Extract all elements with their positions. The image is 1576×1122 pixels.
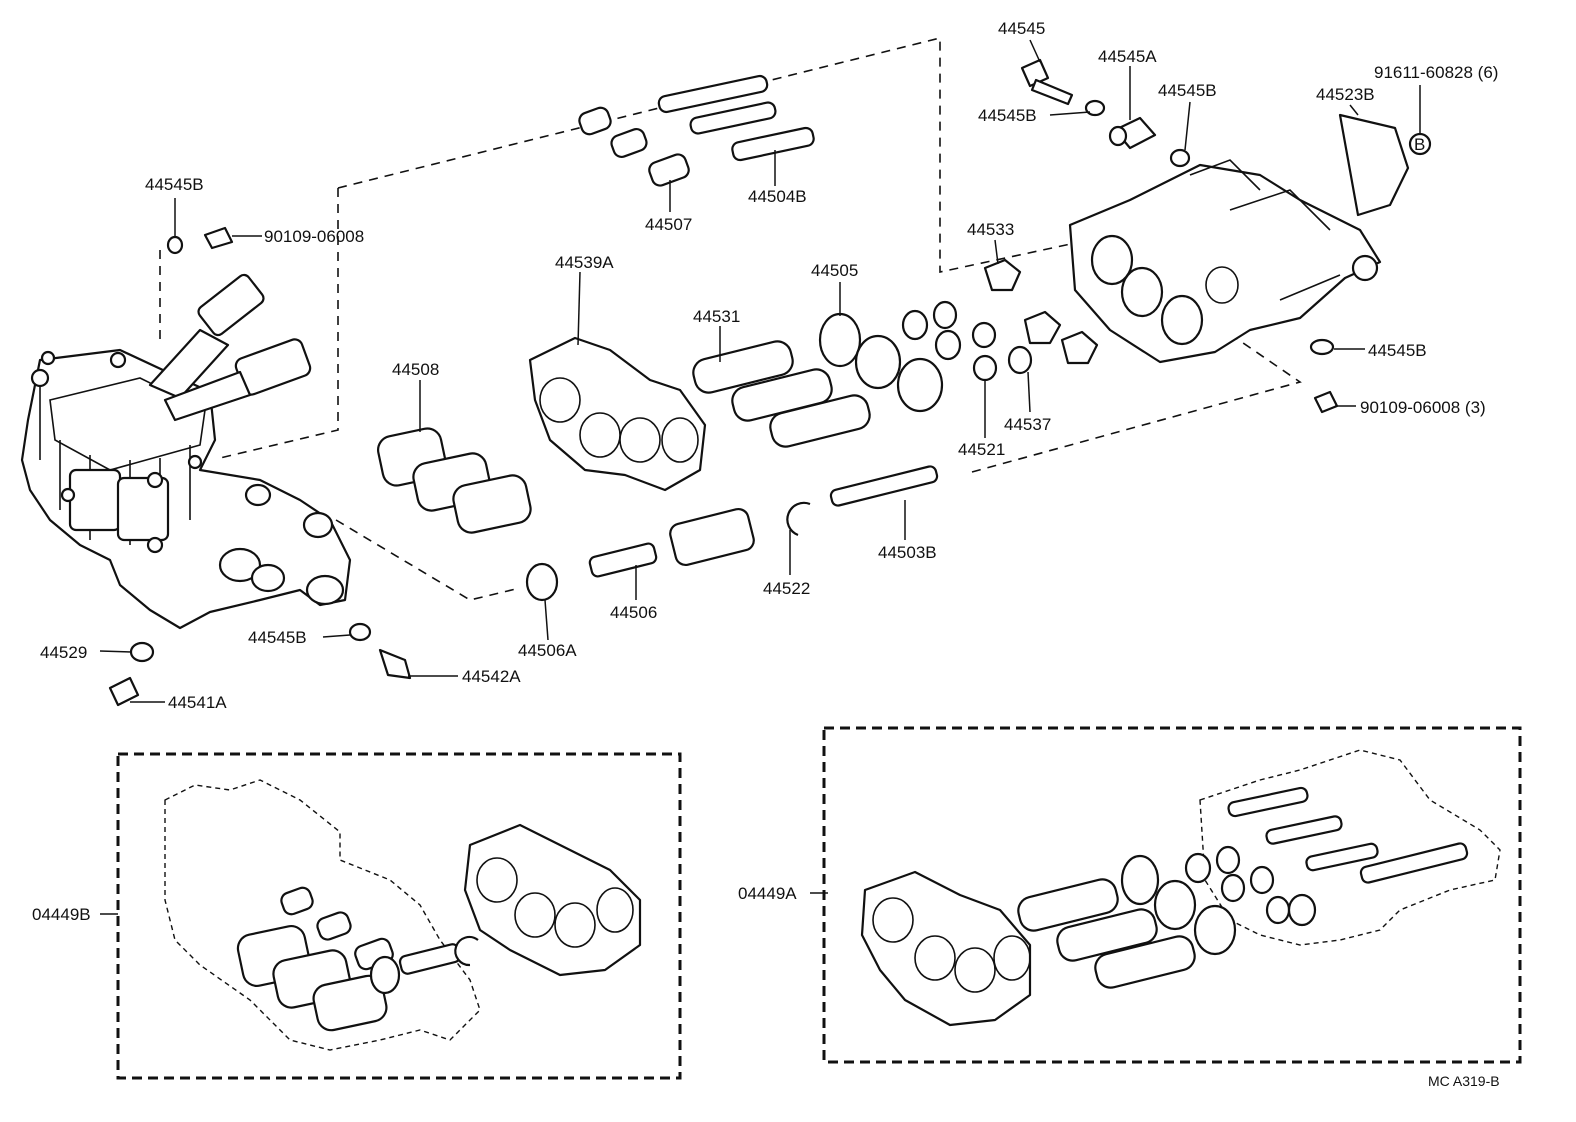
label-44542a: 44542A	[462, 667, 521, 686]
label-44522: 44522	[763, 579, 810, 598]
kit-04449b	[116, 752, 682, 1080]
label-44537: 44537	[1004, 415, 1051, 434]
kit-04449b-frame	[116, 752, 682, 1080]
label-44506a: 44506A	[518, 641, 577, 660]
label-44507: 44507	[645, 215, 692, 234]
kit-04449a-frame	[822, 726, 1522, 1064]
small-parts	[108, 58, 1432, 707]
part-labels: 44545 44545A 44545B 44545B 91611-60828 (…	[32, 19, 1500, 1089]
label-44545b-left: 44545B	[145, 175, 204, 194]
label-44545a: 44545A	[1098, 47, 1157, 66]
label-44545b-top: 44545B	[978, 106, 1037, 125]
label-b-mark: B	[1414, 135, 1425, 154]
valve-body-right	[1068, 113, 1410, 364]
label-44504b: 44504B	[748, 187, 807, 206]
label-90109-right: 90109-06008 (3)	[1360, 398, 1486, 417]
label-44523b: 44523B	[1316, 85, 1375, 104]
label-44531: 44531	[693, 307, 740, 326]
label-44545b-top-right: 44545B	[1158, 81, 1217, 100]
label-44506: 44506	[610, 603, 657, 622]
label-44545b-bottom: 44545B	[248, 628, 307, 647]
label-44545: 44545	[998, 19, 1045, 38]
leader-lines	[99, 39, 1421, 915]
valve-body-left	[20, 273, 352, 630]
label-44539a: 44539A	[555, 253, 614, 272]
label-44529: 44529	[40, 643, 87, 662]
label-44521: 44521	[958, 440, 1005, 459]
kit-04449a	[822, 726, 1522, 1064]
label-44545b-right: 44545B	[1368, 341, 1427, 360]
label-04449a: 04449A	[738, 884, 797, 903]
footer-code: MC A319-B	[1428, 1073, 1500, 1089]
label-04449b: 04449B	[32, 905, 91, 924]
label-44541a: 44541A	[168, 693, 227, 712]
label-44533: 44533	[967, 220, 1014, 239]
label-90109-left: 90109-06008	[264, 227, 364, 246]
label-91611: 91611-60828 (6)	[1374, 63, 1498, 82]
label-44508: 44508	[392, 360, 439, 379]
label-44505: 44505	[811, 261, 858, 280]
label-44503b: 44503B	[878, 543, 937, 562]
